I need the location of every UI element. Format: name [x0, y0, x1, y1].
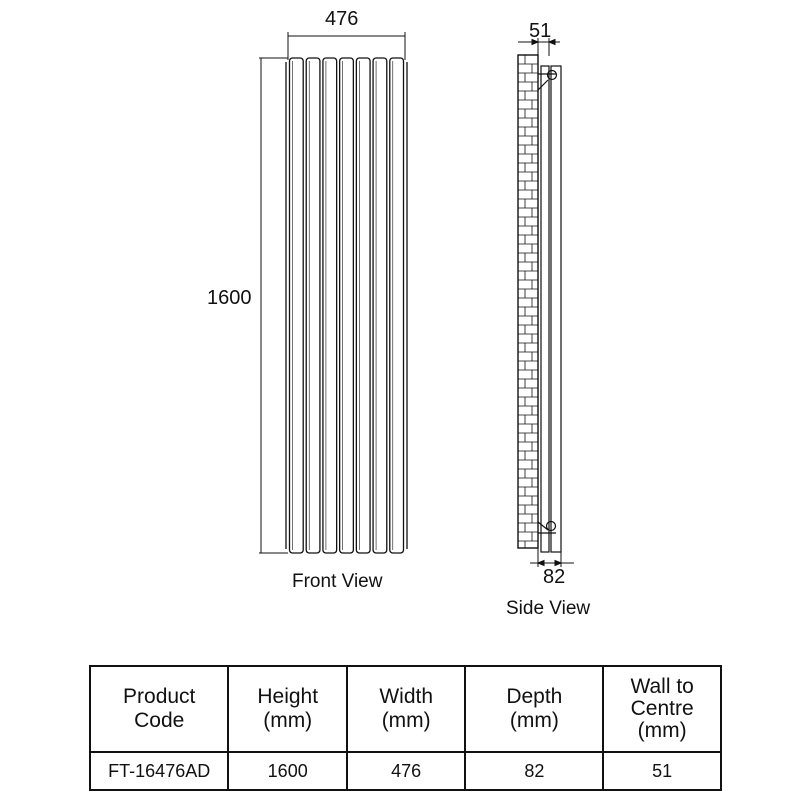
- header-height: Height (mm): [227, 665, 348, 753]
- width-dimension-label: 476: [325, 8, 359, 30]
- spec-table-header-row: Product Code Height (mm) Width (mm) Dept…: [88, 665, 722, 753]
- radiator-column: [305, 57, 321, 554]
- radiator-column: [288, 57, 304, 554]
- spec-table: Product Code Height (mm) Width (mm) Dept…: [88, 665, 722, 791]
- wall-to-centre-arrow-left: [531, 38, 540, 46]
- top-bracket-brace: [537, 79, 549, 91]
- wall-to-centre-arrow-right: [547, 38, 556, 46]
- cell-depth: 82: [464, 751, 605, 791]
- radiator-column: [338, 57, 355, 554]
- header-depth: Depth (mm): [464, 665, 605, 753]
- depth-dimension-label: 82: [543, 566, 566, 588]
- bottom-bracket-brace: [537, 521, 549, 531]
- side-view-drawing: [517, 54, 562, 553]
- radiator-profile-back: [540, 65, 550, 553]
- wall-section: [517, 54, 539, 549]
- cell-height: 1600: [227, 751, 348, 791]
- radiator-column: [322, 57, 338, 554]
- wall-to-centre-dimension-label: 51: [529, 20, 552, 42]
- height-dimension-label: 1600: [207, 287, 252, 309]
- front-view-drawing: [285, 57, 408, 554]
- side-view-dimension-lines: [518, 38, 574, 567]
- depth-arrow-left: [536, 559, 545, 567]
- bottom-fixing: [545, 520, 557, 532]
- cell-wall-to-centre: 51: [602, 751, 722, 791]
- depth-arrow-right: [554, 559, 563, 567]
- radiator-column: [355, 57, 371, 554]
- cell-product-code: FT-16476AD: [88, 751, 230, 791]
- cell-width: 476: [345, 751, 467, 791]
- front-view-caption: Front View: [292, 571, 383, 592]
- radiator-profile-front: [550, 65, 562, 553]
- header-product-code: Product Code: [88, 665, 230, 753]
- header-wall-to-centre: Wall to Centre (mm): [602, 665, 722, 753]
- top-fixing: [546, 69, 558, 81]
- radiator-column: [389, 57, 405, 554]
- radiator-drawing: [259, 32, 574, 567]
- header-width: Width (mm): [345, 665, 467, 753]
- radiator-column: [372, 57, 388, 554]
- front-view-dimension-lines: [259, 32, 406, 554]
- spec-table-row: FT-16476AD 1600 476 82 51: [88, 751, 722, 791]
- side-view-caption: Side View: [506, 598, 591, 619]
